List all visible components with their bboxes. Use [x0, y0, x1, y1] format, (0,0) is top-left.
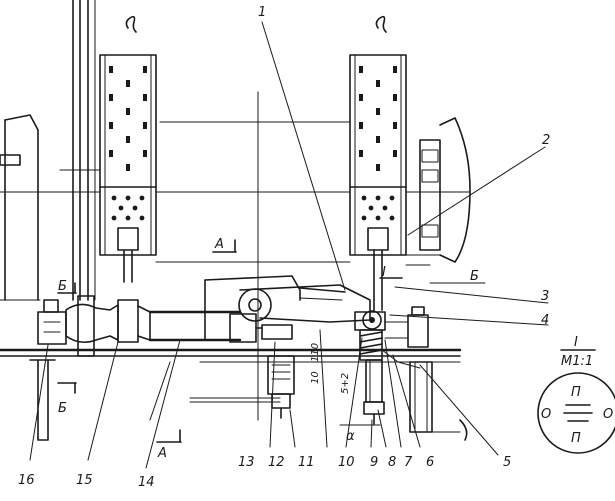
right-support	[409, 361, 468, 441]
section-alpha: α	[346, 429, 355, 444]
callout-16: 16	[18, 473, 35, 488]
detail-scale: M1:1	[561, 354, 593, 369]
detail-right-letter: О	[603, 407, 613, 422]
left-bolt	[267, 355, 295, 419]
callout-15: 15	[76, 473, 93, 488]
callout-2: 2	[542, 133, 550, 148]
left-housing	[0, 114, 41, 301]
section-roman-mark: I	[382, 265, 386, 280]
central-bolt	[359, 329, 421, 425]
callout-10: 10	[338, 455, 355, 470]
dimension-5plus2: 5+2	[340, 373, 351, 394]
dimension-labels: 110 10 5+2	[310, 343, 351, 394]
section-labels: A A Б Б Б I α	[58, 237, 479, 461]
callout-12: 12	[268, 455, 285, 470]
callout-11: 11	[298, 455, 315, 470]
callout-5: 5	[503, 455, 511, 470]
section-a-top: A	[214, 237, 224, 252]
main-shaft	[37, 295, 242, 357]
callout-3: 3	[541, 289, 549, 304]
detail-left-letter: О	[541, 407, 551, 422]
callout-8: 8	[388, 455, 396, 470]
right-bracket	[405, 117, 471, 266]
callout-6: 6	[426, 455, 434, 470]
detail-view-text: I M1:1 П П О О	[541, 335, 613, 446]
section-b-top: Б	[58, 279, 67, 294]
detail-top-letter: П	[571, 385, 581, 400]
callout-13: 13	[238, 455, 255, 470]
left-spring-slots	[109, 66, 147, 171]
left-spring-hanger	[99, 15, 157, 283]
section-arrows	[57, 239, 486, 443]
detail-title: I	[574, 335, 578, 350]
callout-7: 7	[404, 455, 413, 470]
section-b-bottom: Б	[58, 401, 67, 416]
dimension-110: 110	[310, 343, 321, 362]
detail-bottom-letter: П	[571, 431, 581, 446]
right-clamp	[384, 306, 429, 348]
base-plate	[0, 348, 462, 441]
leader-lines	[29, 21, 549, 469]
callout-4: 4	[541, 313, 549, 328]
left-spring-block-dots	[111, 195, 145, 221]
right-spring-slots	[359, 66, 397, 171]
left-frame	[72, 0, 96, 301]
lever-assembly	[204, 275, 386, 343]
callout-1: 1	[258, 5, 266, 20]
dimension-10: 10	[310, 371, 321, 384]
callout-14: 14	[138, 475, 155, 490]
callout-labels: 1 2 3 4 5 6 7 8 9 10 11 12 13 14 15 16	[18, 5, 550, 490]
callout-9: 9	[370, 455, 378, 470]
detail-circle	[537, 372, 615, 454]
detail-view	[537, 349, 615, 454]
right-spring-block-dots	[361, 195, 395, 221]
section-a-bottom: A	[157, 446, 167, 461]
center-lines	[0, 91, 471, 421]
right-spring-hanger	[349, 15, 407, 311]
section-b-right: Б	[470, 269, 479, 284]
